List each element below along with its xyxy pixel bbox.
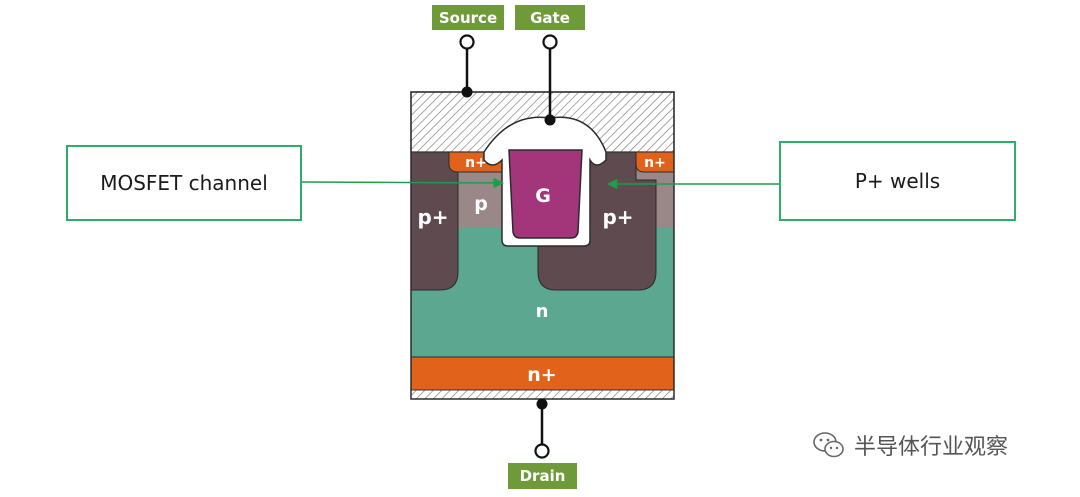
n-plus-source-right <box>635 151 675 173</box>
label-p: p <box>474 193 488 215</box>
gate-electrode <box>508 149 583 239</box>
source-contact-dot <box>461 86 473 98</box>
p-plus-well-left <box>410 151 459 291</box>
channel-arrow <box>301 177 505 189</box>
p-plus-well-right <box>537 151 657 291</box>
label-p-plus-right: p+ <box>602 205 633 229</box>
watermark-text: 半导体行业观察 <box>854 435 1009 460</box>
mosfet-channel-callout: MOSFET channel <box>66 145 302 221</box>
p-plus-wells-callout: P+ wells <box>779 141 1016 221</box>
gate-label: Gate <box>515 5 585 30</box>
label-n-plus-substrate: n+ <box>527 364 556 386</box>
gate-terminal-circle <box>542 34 558 50</box>
drain-terminal-circle <box>534 443 550 459</box>
drain-metal <box>410 389 675 400</box>
gate-contact-dot <box>544 114 556 126</box>
drain-label: Drain <box>508 463 577 489</box>
label-p-plus-left: p+ <box>417 205 448 229</box>
source-terminal-circle <box>459 34 475 50</box>
label-n-plus-right: n+ <box>644 155 666 171</box>
label-n-drift: n <box>536 301 549 322</box>
wechat-icon <box>813 432 844 458</box>
label-gate: G <box>535 185 551 207</box>
drain-contact-dot <box>536 398 548 410</box>
label-n-plus-left: n+ <box>465 155 487 171</box>
watermark: 半导体行业观察 <box>812 428 1008 462</box>
source-label: Source <box>432 5 504 30</box>
